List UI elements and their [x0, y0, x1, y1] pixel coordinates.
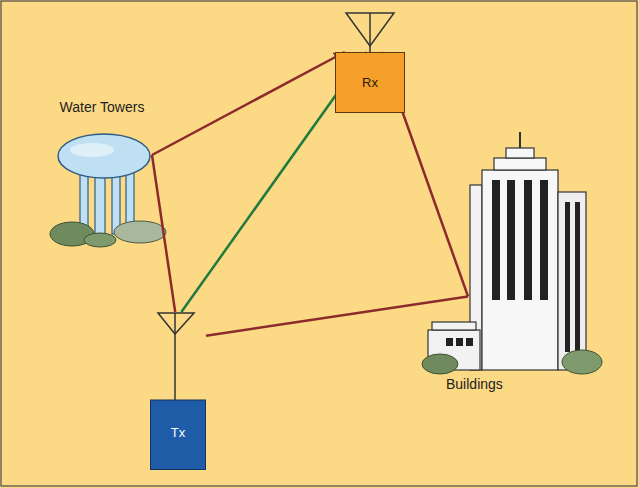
building [422, 132, 602, 374]
node-label: Water Towers [32, 99, 172, 115]
rx-antenna [346, 13, 394, 52]
water-tower [50, 134, 166, 247]
water-tower-group: Water Towers [52, 95, 152, 245]
reflected-path [152, 155, 175, 312]
reflected-path [152, 52, 345, 155]
node-label: Buildings [446, 376, 503, 392]
transmitter-box: Tx [150, 312, 206, 470]
reflected-path [206, 296, 468, 335]
transmitter-shape [150, 312, 206, 470]
receiver-box: Rx [335, 52, 405, 113]
node-label: Tx [150, 425, 206, 440]
building-group: Buildings [468, 140, 585, 370]
node-label: Rx [362, 75, 378, 90]
